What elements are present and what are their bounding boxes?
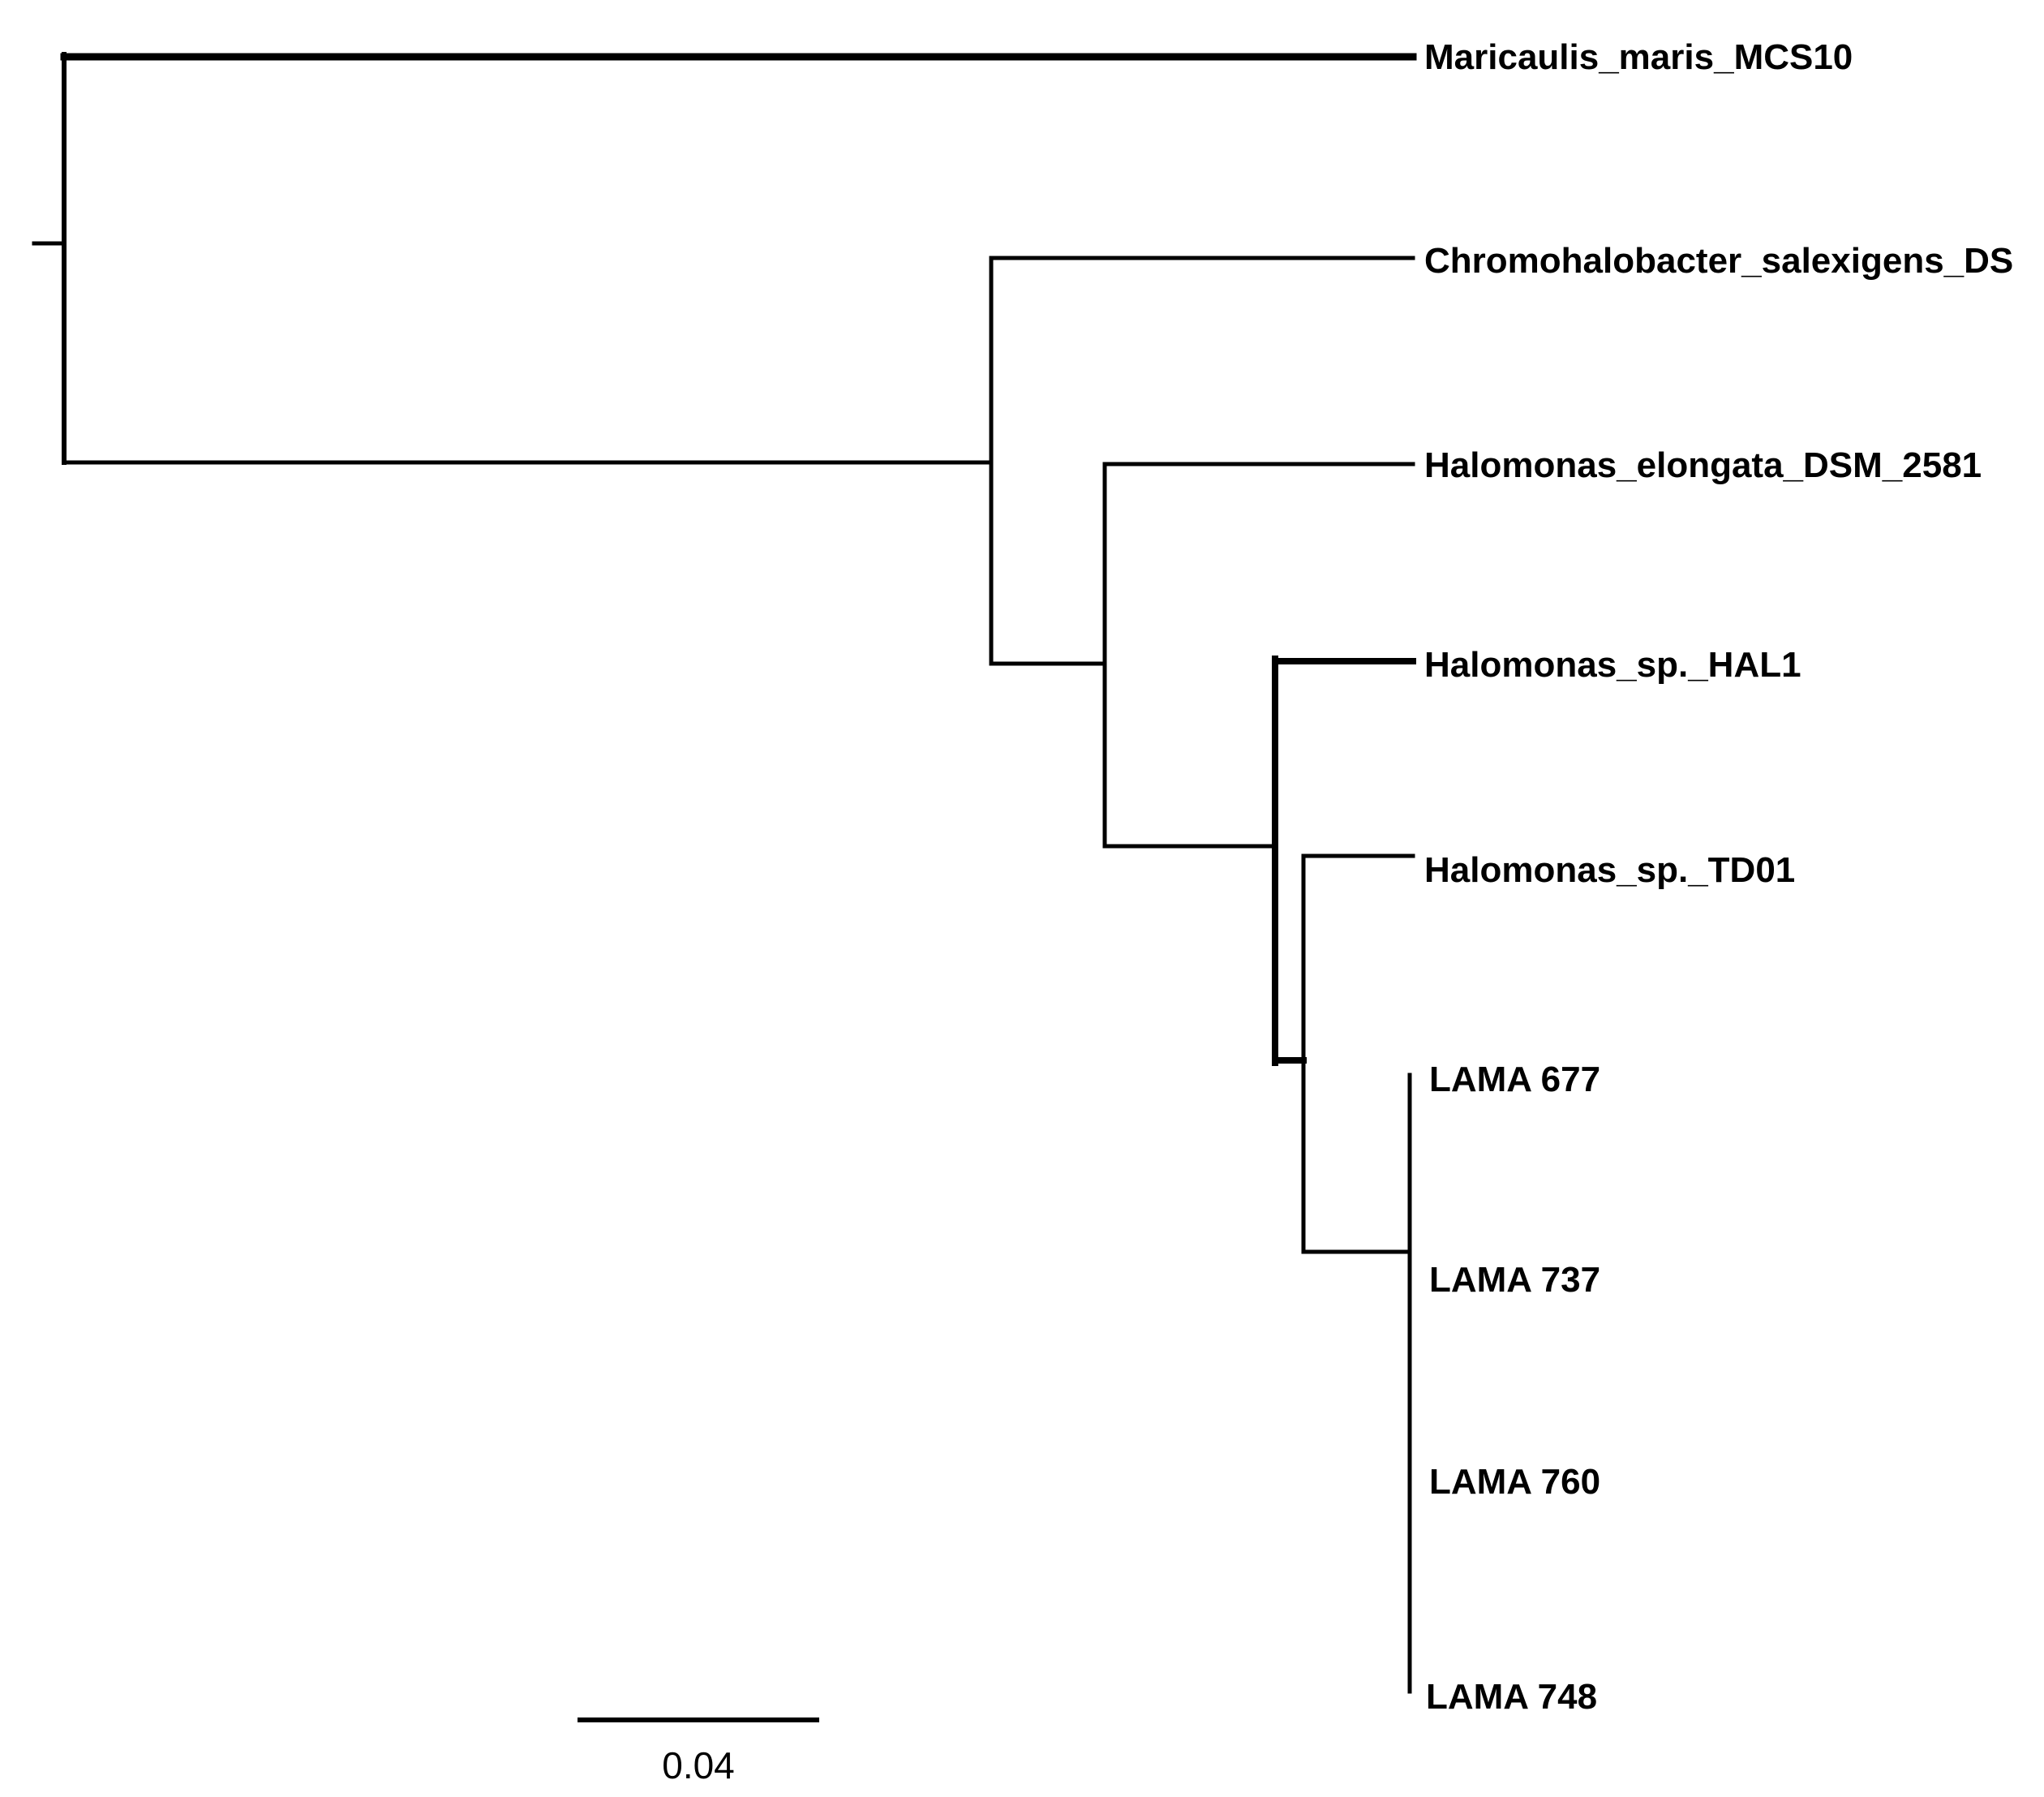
taxon-label: Chromohalobacter_salexigens_DS — [1424, 241, 2014, 281]
taxon-label: Halomonas_sp._TD01 — [1424, 850, 1796, 890]
taxon-label: LAMA 677 — [1429, 1060, 1601, 1099]
taxon-label: LAMA 748 — [1426, 1677, 1598, 1717]
taxon-label: LAMA 760 — [1429, 1462, 1601, 1502]
taxon-label: Maricaulis_maris_MCS10 — [1424, 37, 1853, 77]
taxon-label: Halomonas_elongata_DSM_2581 — [1424, 445, 1982, 485]
scale-bar-label: 0.04 — [662, 1744, 735, 1786]
taxon-label: LAMA 737 — [1429, 1260, 1601, 1300]
taxon-label: Halomonas_sp._HAL1 — [1424, 645, 1801, 685]
